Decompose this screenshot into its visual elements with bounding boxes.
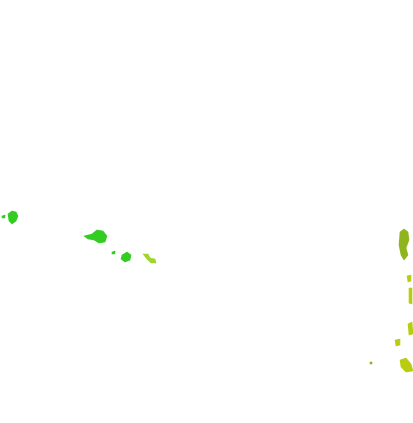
patch-west-1	[1, 210, 19, 225]
patch-west-2	[83, 229, 108, 244]
patch-east-4	[369, 361, 373, 365]
patch-east-2	[406, 274, 413, 336]
patch-east-3	[394, 338, 413, 373]
patch-west-3	[111, 250, 132, 263]
patch-west-4	[142, 253, 157, 264]
patch-east-1	[398, 228, 410, 261]
